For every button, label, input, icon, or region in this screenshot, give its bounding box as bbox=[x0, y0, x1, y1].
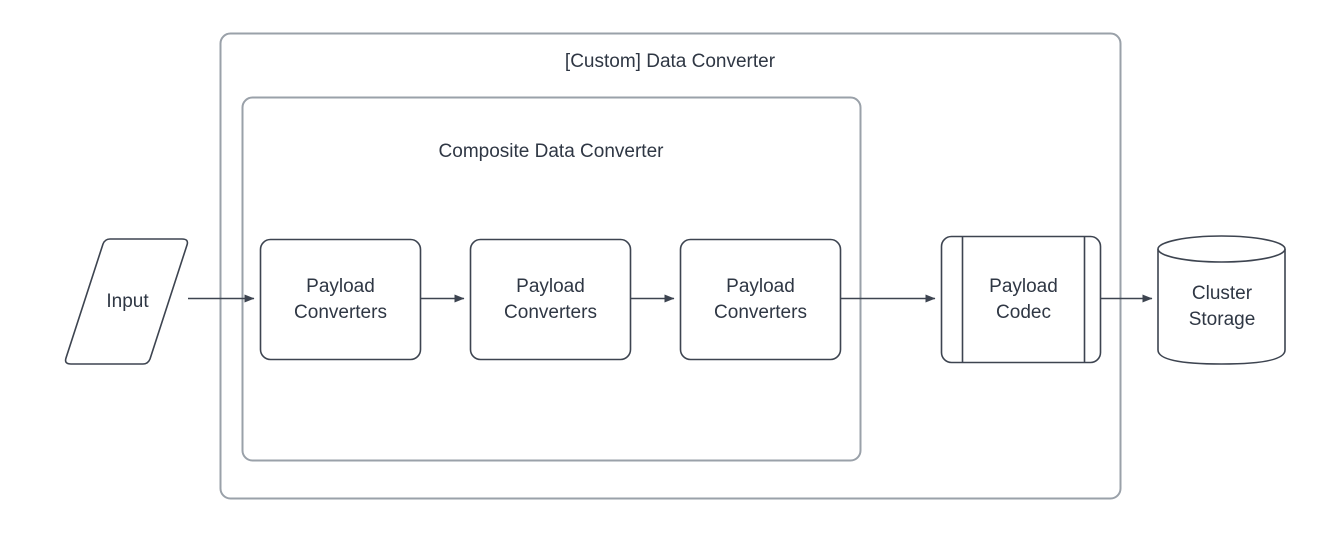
converter-1-shape[interactable] bbox=[259, 238, 422, 361]
storage-shape[interactable] bbox=[1157, 235, 1286, 365]
inner-container-box bbox=[241, 96, 862, 462]
converter-3-shape[interactable] bbox=[679, 238, 842, 361]
converter-2-shape[interactable] bbox=[469, 238, 632, 361]
inner-container-title: Composite Data Converter bbox=[438, 141, 664, 162]
input-shape[interactable] bbox=[64, 238, 189, 365]
codec-shape[interactable] bbox=[940, 235, 1102, 364]
outer-container-box bbox=[219, 32, 1122, 500]
outer-container-title: [Custom] Data Converter bbox=[564, 51, 776, 72]
